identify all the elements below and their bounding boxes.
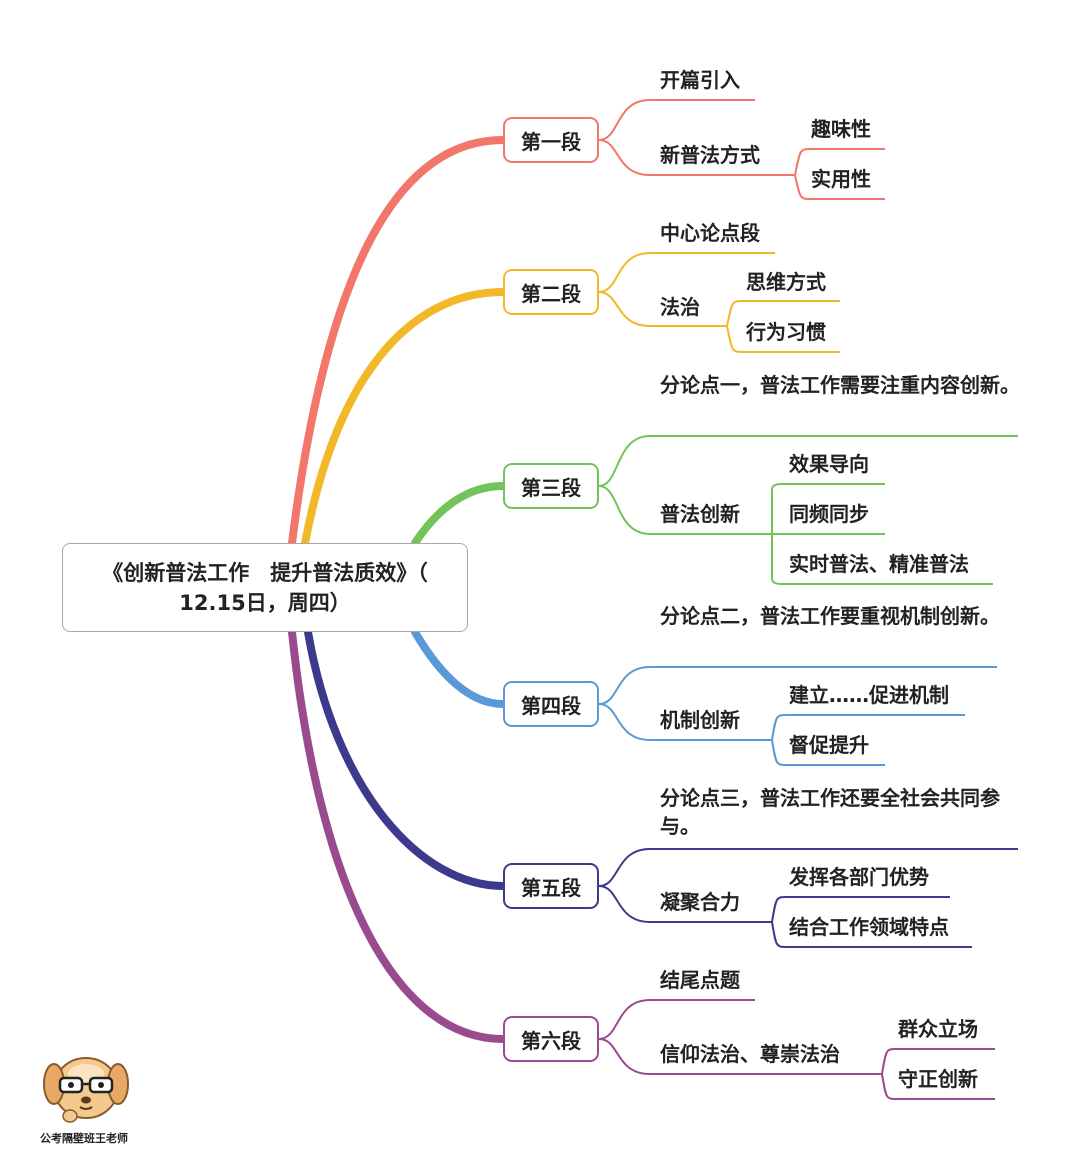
s5-sub-connector-1 bbox=[771, 896, 950, 923]
branch-1 bbox=[288, 136, 507, 547]
s6-sub-connector-1 bbox=[881, 1048, 995, 1075]
s2-connector-top bbox=[598, 252, 775, 293]
s2-subitem-1: 思维方式 bbox=[746, 270, 826, 294]
s4-connector-top bbox=[598, 666, 997, 705]
s6-subitem-1: 群众立场 bbox=[898, 1017, 978, 1041]
s3-connector-bottom bbox=[598, 485, 772, 535]
s2-subitem-2: 行为习惯 bbox=[746, 320, 826, 344]
section-6-node: 第六段 bbox=[503, 1016, 599, 1062]
s5-sub-connector-2 bbox=[771, 921, 972, 948]
section-3-node: 第三段 bbox=[503, 463, 599, 509]
branch-5 bbox=[304, 628, 507, 890]
s5-subitem-2: 结合工作领域特点 bbox=[789, 915, 949, 939]
s3-sub-connector-1 bbox=[771, 483, 885, 534]
s2-item-2: 法治 bbox=[660, 295, 700, 319]
s6-item-2: 信仰法治、尊崇法治 bbox=[660, 1042, 840, 1066]
s5-connector-top bbox=[598, 848, 1018, 887]
s4-subitem-2: 督促提升 bbox=[789, 733, 869, 757]
s1-connector-bottom bbox=[598, 139, 795, 176]
s1-item-1: 开篇引入 bbox=[660, 68, 740, 92]
section-2-node: 第二段 bbox=[503, 269, 599, 315]
s6-connector-bottom bbox=[598, 1038, 882, 1075]
s6-item-1: 结尾点题 bbox=[660, 968, 740, 992]
root-topic: 《创新普法工作 提升普法质效》（ 12.15日，周四） bbox=[62, 543, 468, 632]
s1-connector-top bbox=[598, 99, 755, 141]
s2-sub-connector-2 bbox=[726, 325, 840, 353]
s4-item-1: 分论点二，普法工作要重视机制创新。 bbox=[660, 604, 1000, 628]
branch-4 bbox=[411, 628, 507, 708]
branch-6 bbox=[288, 628, 507, 1043]
s3-item-1: 分论点一，普法工作需要注重内容创新。 bbox=[660, 373, 1020, 397]
s3-connector-top bbox=[598, 435, 1018, 487]
s3-subitem-2: 同频同步 bbox=[789, 502, 869, 526]
branch-2 bbox=[301, 288, 507, 547]
s6-subitem-2: 守正创新 bbox=[898, 1067, 978, 1091]
s6-connector-top bbox=[598, 999, 755, 1040]
s5-item-2: 凝聚合力 bbox=[660, 890, 740, 914]
s5-subitem-1: 发挥各部门优势 bbox=[789, 865, 929, 889]
s1-item-2: 新普法方式 bbox=[660, 143, 760, 167]
s3-sub-connector-3 bbox=[771, 534, 993, 585]
s1-sub-connector-1 bbox=[794, 148, 885, 176]
s5-item-1: 分论点三，普法工作还要全社会共同参与。 bbox=[660, 786, 1000, 838]
s4-item-2: 机制创新 bbox=[660, 708, 740, 732]
s2-connector-bottom bbox=[598, 291, 727, 327]
branch-3 bbox=[411, 482, 507, 547]
author-caption: 公考隔壁班王老师 bbox=[40, 1132, 128, 1145]
section-1-node: 第一段 bbox=[503, 117, 599, 163]
s2-item-1: 中心论点段 bbox=[660, 221, 760, 245]
s6-sub-connector-2 bbox=[881, 1073, 995, 1100]
s3-subitem-1: 效果导向 bbox=[789, 452, 869, 476]
root-title-line-2: 12.15日，周四） bbox=[179, 590, 351, 615]
s3-subitem-3: 实时普法、精准普法 bbox=[789, 552, 969, 576]
s1-subitem-2: 实用性 bbox=[811, 167, 871, 191]
s1-sub-connector-2 bbox=[794, 174, 885, 200]
s3-item-2: 普法创新 bbox=[660, 502, 740, 526]
s2-sub-connector-1 bbox=[726, 300, 840, 327]
s1-subitem-1: 趣味性 bbox=[811, 117, 871, 141]
s5-connector-bottom bbox=[598, 885, 772, 923]
section-4-node: 第四段 bbox=[503, 681, 599, 727]
s4-connector-bottom bbox=[598, 703, 772, 741]
s4-sub-connector-2 bbox=[771, 739, 885, 766]
s4-sub-connector-1 bbox=[771, 714, 965, 741]
s4-subitem-1: 建立……促进机制 bbox=[789, 683, 949, 707]
section-5-node: 第五段 bbox=[503, 863, 599, 909]
root-title-line-1: 《创新普法工作 提升普法质效》（ bbox=[102, 560, 428, 585]
dog-mascot-icon bbox=[43, 1057, 129, 1123]
